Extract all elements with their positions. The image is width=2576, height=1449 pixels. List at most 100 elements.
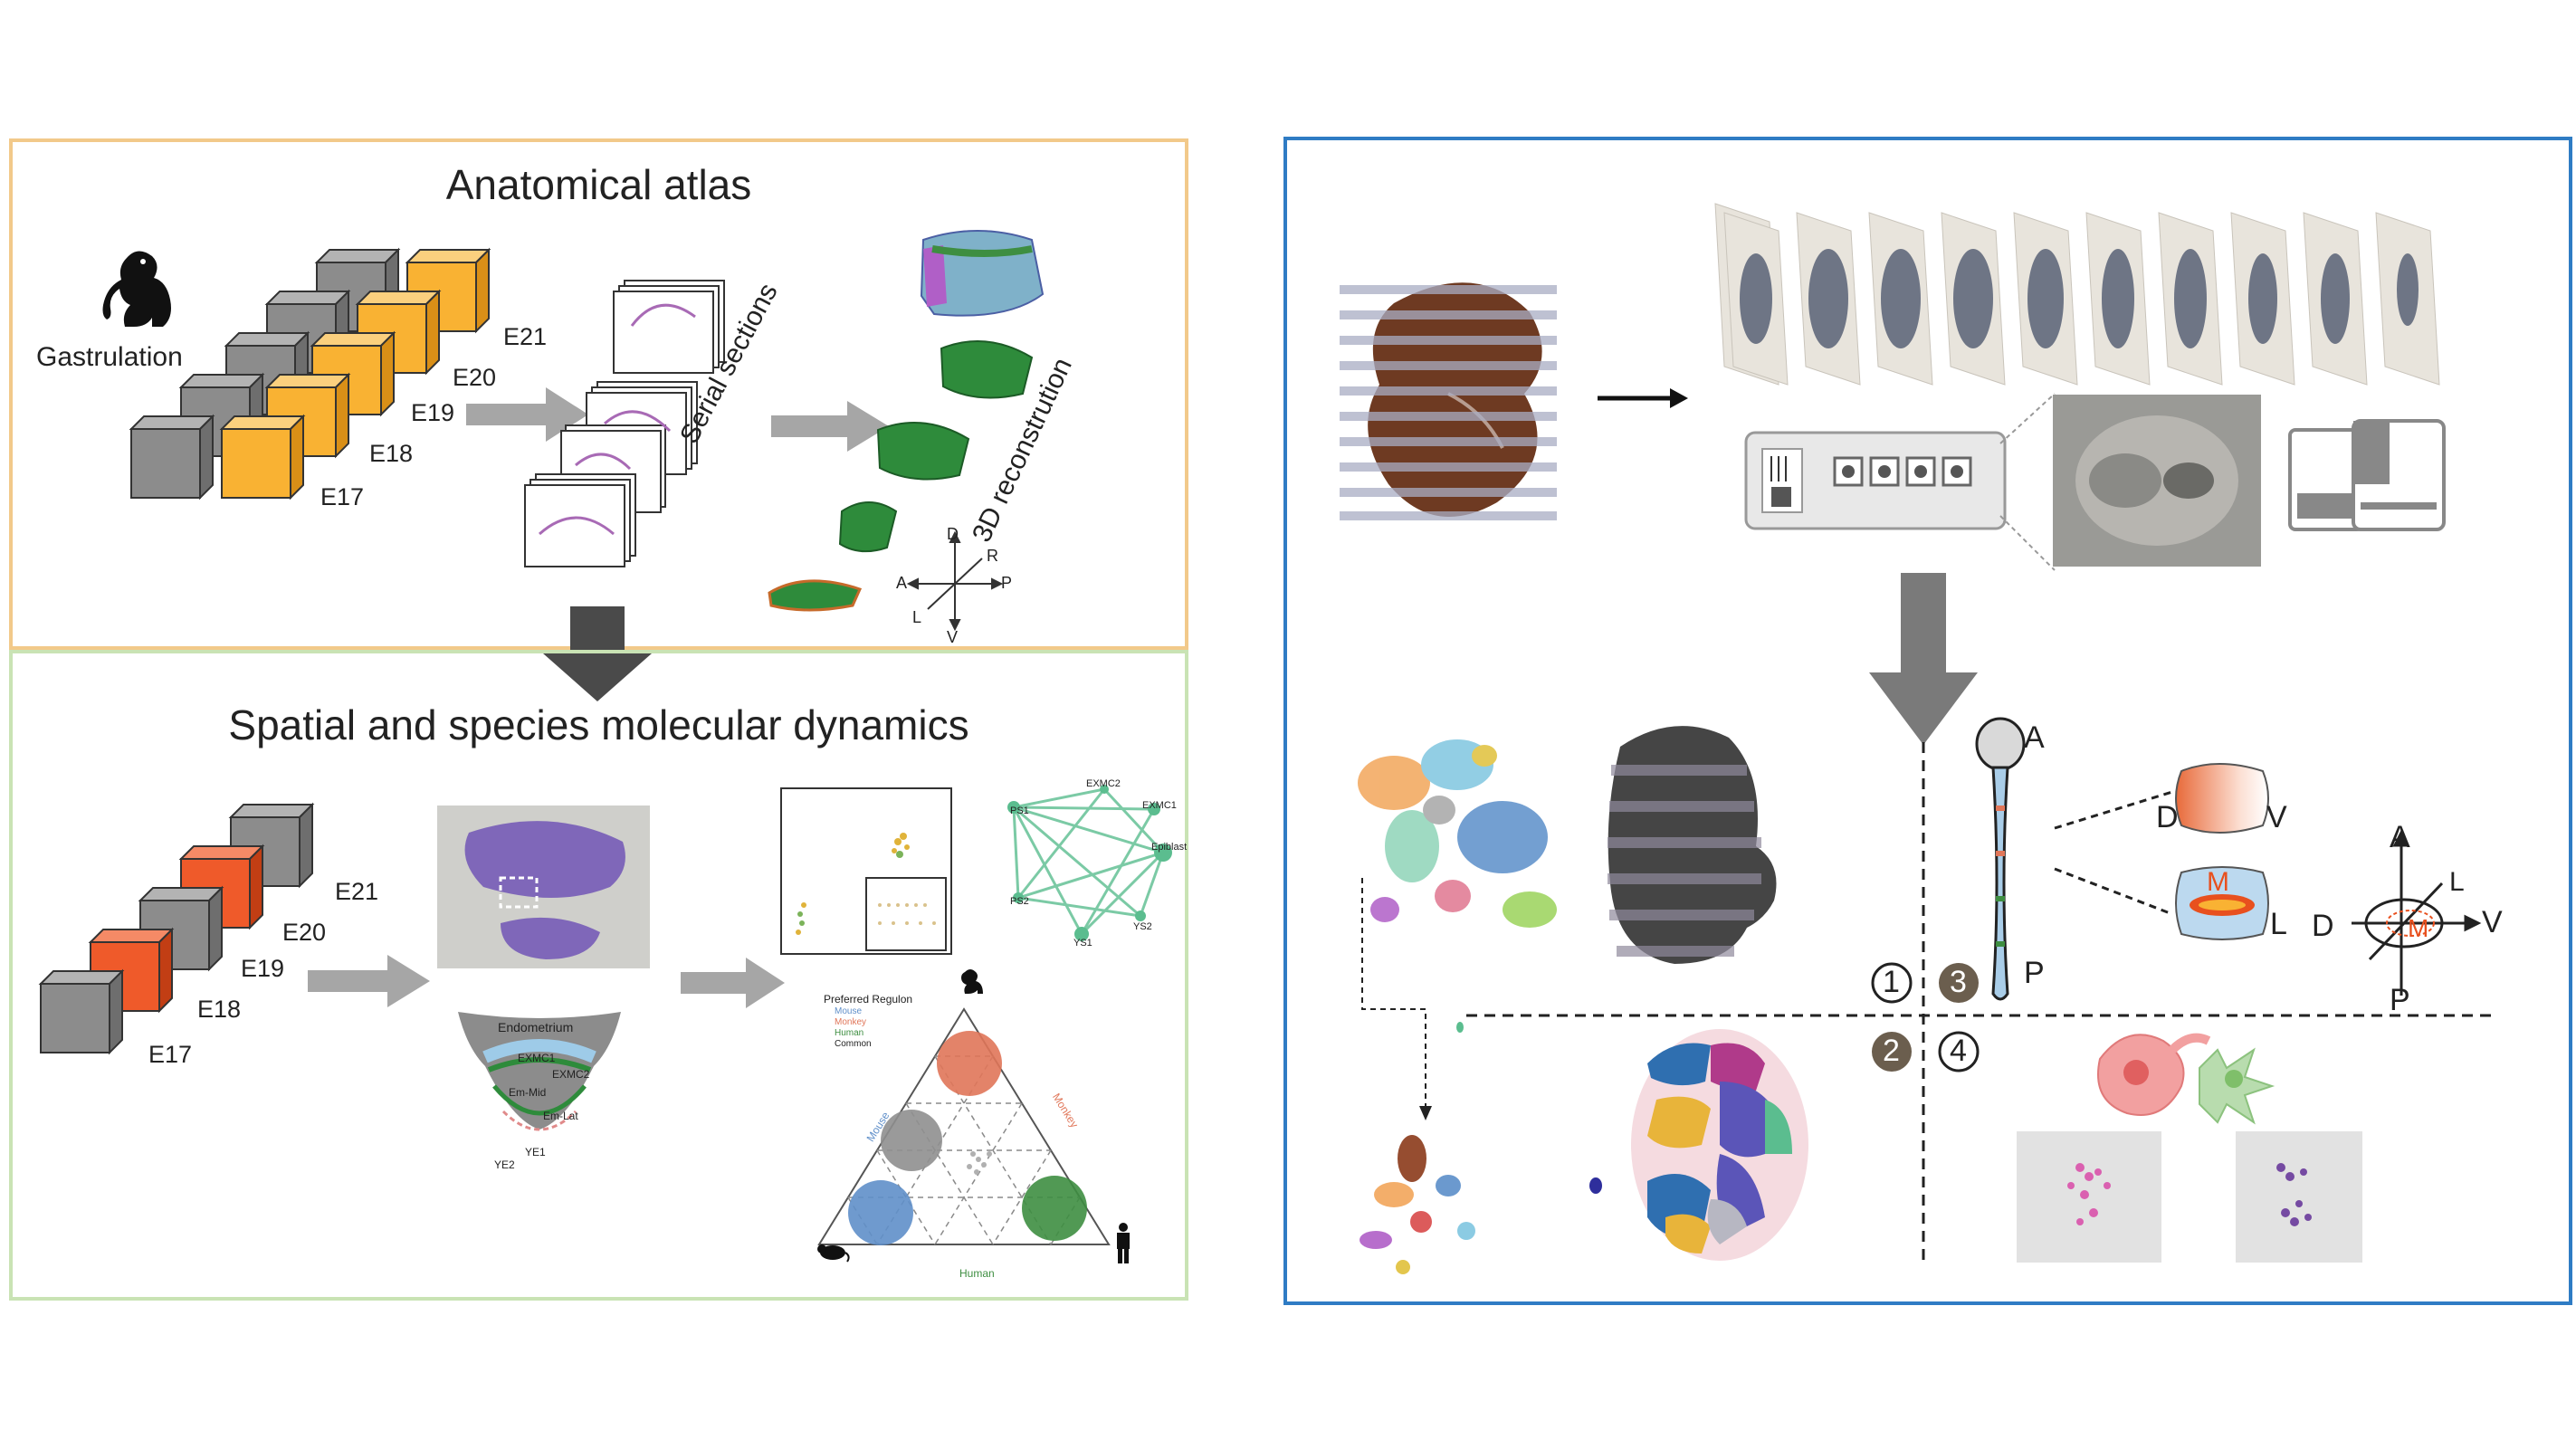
mouse-icon <box>817 1244 850 1263</box>
section-slices-strip <box>1714 203 2440 386</box>
quadrant-marker-1 <box>1871 962 1913 1004</box>
quadrant-marker-3 <box>1939 963 1979 1003</box>
ternary-legend-title: Preferred Regulon <box>824 993 913 1006</box>
quadrant-marker-2 <box>1872 1032 1912 1072</box>
spatial-species-panel: Spatial and species molecular dynamics <box>9 650 1188 1301</box>
segmented-region-map <box>1631 1029 1808 1261</box>
node-exmc1-label: EXMC1 <box>1142 800 1177 811</box>
axis-d-label: D <box>947 525 959 543</box>
panel-title: Spatial and species molecular dynamics <box>228 701 969 748</box>
axes-compass-icon <box>2352 829 2482 996</box>
embryo-slicing-illustration <box>1340 282 1557 520</box>
stage-label-e19: E19 <box>411 399 455 426</box>
spatial-map-1 <box>2017 1131 2161 1263</box>
sequencing-chip-icon <box>1744 431 2007 530</box>
ye1-label: YE1 <box>525 1146 546 1158</box>
arrow-down-icon <box>543 606 652 701</box>
arrow-right-icon <box>308 955 430 1007</box>
quadrant-1-label: 1 <box>1883 965 1900 999</box>
node-ps1-label: PS1 <box>1010 806 1029 816</box>
axis-m-label-3d: M <box>2408 914 2429 942</box>
ml-cross-section-icon <box>2175 866 2269 940</box>
ye2-label: YE2 <box>494 1158 515 1171</box>
dashed-arrow-icon <box>1361 878 1432 1120</box>
umap-subcluster-plot <box>1360 1135 1475 1274</box>
quadrant-divider-lines <box>1466 742 2498 1267</box>
quadrant-marker-4 <box>1938 1031 1980 1072</box>
spatial-map-1-dots <box>2067 1163 2111 1225</box>
axis-a-label: A <box>2024 720 2045 755</box>
arrow-right-icon <box>681 958 785 1008</box>
axis-d-label: D <box>2156 800 2179 834</box>
zoom-lines <box>1999 393 2056 571</box>
ternary-plot <box>817 1007 1111 1245</box>
gastrulation-label: Gastrulation <box>36 342 183 372</box>
monkey-icon <box>102 251 171 327</box>
regulon-network-diagram <box>1007 785 1172 941</box>
exmc1-label: EXMC1 <box>518 1052 556 1064</box>
axes-compass-icon <box>906 530 1004 632</box>
embryo-ap-axis-diagram <box>1975 717 2026 1001</box>
axis-p-label: P <box>1001 574 1013 592</box>
arrow-down-icon <box>1869 573 1978 745</box>
arrow-right-icon <box>1598 388 1688 408</box>
legend-monkey: Monkey <box>835 1017 867 1027</box>
axis-r-label: R <box>987 547 998 565</box>
stage-label-e17: E17 <box>148 1041 193 1068</box>
legend-human: Human <box>835 1028 864 1038</box>
axis-a-label: A <box>896 574 908 592</box>
stage-label-e20: E20 <box>282 919 327 946</box>
zoomed-section-detail <box>2075 415 2238 546</box>
exmc2-label: EXMC2 <box>552 1068 590 1081</box>
cluster-dot <box>1589 1177 1602 1194</box>
axis-l-label: L <box>2270 907 2287 941</box>
spatial-map-2 <box>2236 1131 2362 1263</box>
em-mid-label: Em-Mid <box>509 1086 547 1099</box>
embryo-3d-overlay <box>1608 726 1777 964</box>
quadrant-4-label: 4 <box>1950 1034 1967 1068</box>
spatial-transcriptomics-panel <box>1283 137 2572 1305</box>
dv-cross-section-icon <box>2175 763 2269 834</box>
axis-v-label: V <box>2266 800 2287 834</box>
ternary-axis-human: Human <box>959 1267 995 1280</box>
axis-v-label-3d: V <box>2482 905 2503 939</box>
stage-label-e20: E20 <box>453 364 497 391</box>
stage-label-e17: E17 <box>320 483 365 510</box>
em-lat-label: Em-Lat <box>543 1110 578 1122</box>
axis-v-label: V <box>947 628 959 646</box>
quadrant-3-label: 3 <box>1950 965 1967 999</box>
cell-communication-icon <box>2097 1033 2275 1125</box>
umap-cluster-plot <box>1358 739 1557 928</box>
node-ps2-label: PS2 <box>1010 896 1029 907</box>
node-ys2-label: YS2 <box>1133 921 1152 932</box>
stage-label-e21: E21 <box>335 878 379 905</box>
spatial-map-2-dots <box>2276 1163 2312 1226</box>
axis-p-label-3d: P <box>2390 983 2410 1017</box>
human-icon <box>1117 1223 1130 1263</box>
endometrium-label: Endometrium <box>498 1020 574 1034</box>
tissue-section-stain <box>464 821 625 959</box>
quadrant-2-label: 2 <box>1883 1034 1900 1068</box>
axis-d-label-3d: D <box>2312 909 2334 943</box>
panel-title: Anatomical atlas <box>445 161 752 208</box>
legend-mouse: Mouse <box>835 1006 863 1016</box>
spatial-scatter-plot <box>780 787 952 955</box>
3d-reconstruction-illustration <box>768 230 1045 612</box>
serial-sections-illustration <box>524 280 725 567</box>
stage-label-e18: E18 <box>197 996 242 1023</box>
arrow-right-icon <box>771 401 889 452</box>
axis-p-label: P <box>2024 956 2045 990</box>
axis-a-label-3d: A <box>2390 820 2410 854</box>
node-exmc2-label: EXMC2 <box>1086 778 1121 789</box>
stage-label-e18: E18 <box>369 440 414 467</box>
node-ys1-label: YS1 <box>1073 938 1092 949</box>
cluster-dot <box>1456 1022 1464 1033</box>
axis-l-label: L <box>912 608 922 626</box>
monkey-icon <box>961 969 983 994</box>
computer-icon <box>2288 419 2446 531</box>
stage-label-e19: E19 <box>241 955 285 982</box>
uterus-schematic <box>458 1012 621 1131</box>
axis-l-label-3d: L <box>2449 867 2465 897</box>
arrow-right-icon <box>466 387 588 442</box>
axis-m-label: M <box>2207 867 2229 897</box>
